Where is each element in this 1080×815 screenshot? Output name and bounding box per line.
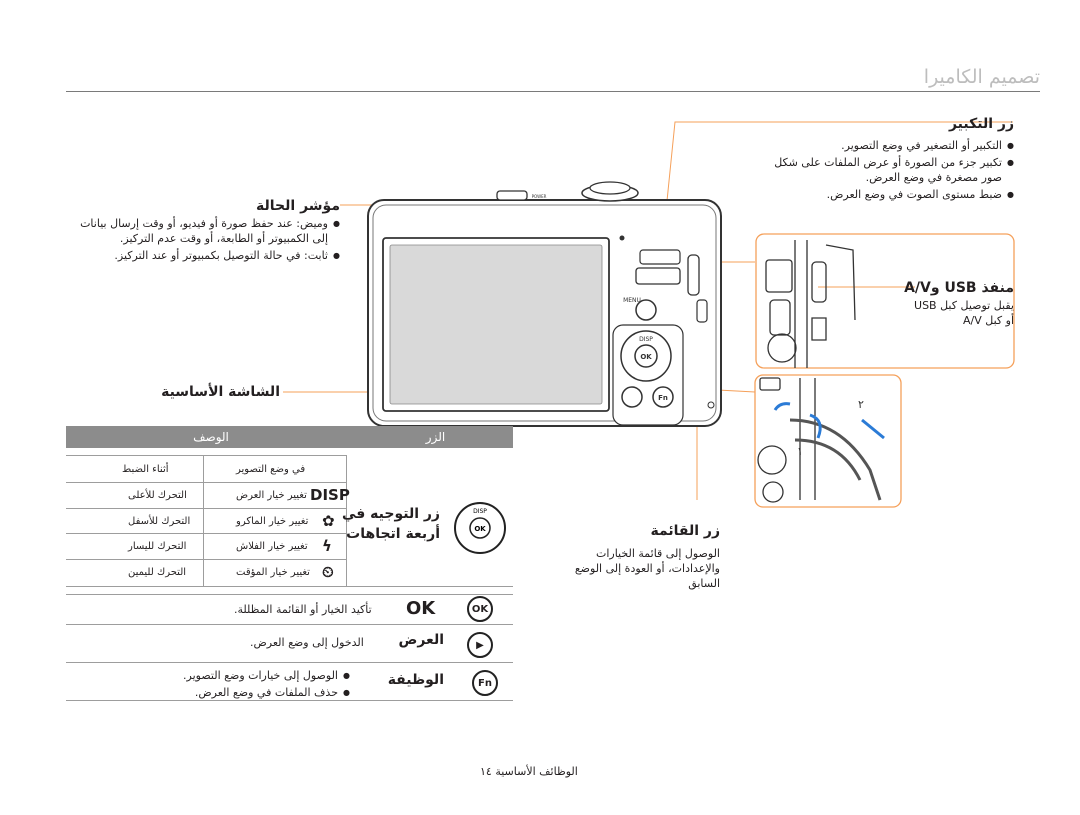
ok-row-description: تأكيد الخيار أو القائمة المظللة. [234,603,372,616]
main-screen-title: الشاشة الأساسية [161,384,280,400]
usb-inset-frame [755,233,1015,369]
play-row-description: الدخول إلى وضع العرض. [250,636,364,649]
row-macro-other: التحرك للأسفل [128,516,191,527]
zoom-bullet: تكبير جزء من الصورة أو عرض الملفات على ش… [764,155,1014,185]
menu-label: MENU [623,297,641,304]
col-button-header: الزر [425,430,446,444]
page-footer: الوظائف الأساسية ١٤ [480,765,578,778]
macro-icon: ✿ [322,512,335,530]
play-key-label: العرض [398,632,445,648]
svg-text:POWER: POWER [532,194,547,199]
menu-button-title: زر القائمة [650,523,720,539]
row-timer-shoot: تغيير خيار المؤقت [236,567,310,578]
svg-text:OK: OK [640,353,652,361]
status-lamp-title: مؤشر الحالة [256,198,340,214]
row-flash-other: التحرك لليسار [128,541,187,552]
status-lamp-bullet: ثابت: في حالة التوصيل بكمبيوتر أو عند ال… [70,248,340,263]
timer-icon: ⏲ [322,563,334,581]
strap-inset-frame [754,374,902,508]
row-disp-other: التحرك للأعلى [128,490,187,501]
header-divider [66,91,1040,92]
svg-text:DISP: DISP [639,336,653,343]
fn-row-bullets: الوصول إلى خيارات وضع التصوير. حذف الملف… [90,668,350,702]
flash-icon: ϟ [322,537,332,555]
page-header-title: تصميم الكاميرا [923,66,1040,88]
svg-text:OK: OK [474,525,486,533]
play-button-icon: ▶ [467,632,493,658]
disp-key-glyph: DISP [310,486,350,504]
subheader-shooting: في وضع التصوير [236,464,306,475]
svg-text:DISP: DISP [473,508,487,515]
status-lamp-bullets: وميض: عند حفظ صورة أو فيديو، أو وقت إرسا… [70,216,340,265]
row-flash-shoot: تغيير خيار الفلاش [236,541,308,552]
usb-inset-detail [765,240,856,368]
ok-key-label: OK [406,598,436,619]
zoom-bullet: التكبير أو التصغير في وضع التصوير. [764,138,1014,153]
zoom-bullet: ضبط مستوى الصوت في وضع العرض. [764,187,1014,202]
nav-key-title-2: أربعة اتجاهات [346,526,440,542]
fn-key-label: الوظيفة [387,672,444,688]
svg-text:Fn: Fn [658,394,668,402]
usb-port-description: يقبل توصيل كبل USB أو كبل A/V [914,299,1014,327]
table-header: الوصف الزر [66,426,513,448]
row-macro-shoot: تغيير خيار الماكرو [236,516,309,527]
strap-arrows [773,402,885,440]
row-timer-other: التحرك لليمين [128,567,187,578]
ok-button-icon: OK [467,596,493,622]
fn-bullet: حذف الملفات في وضع العرض. [90,685,350,700]
nav-key-title-1: زر التوجيه في [341,506,440,522]
status-lamp-bullet: وميض: عند حفظ صورة أو فيديو، أو وقت إرسا… [70,216,340,246]
menu-button-description: الوصول إلى قائمة الخيارات والإعدادات، أو… [574,547,720,590]
subheader-other: أثناء الضبط [122,464,169,475]
strap-step-1: ١ [797,445,803,458]
camera-body [367,181,722,427]
nav-pad-icon: OK DISP [454,502,506,554]
strap-step-2: ٢ [858,398,864,411]
col-description-header: الوصف [193,430,229,444]
row-disp-shoot: تغيير خيار العرض [236,490,307,501]
strap-inset-detail [757,377,882,503]
zoom-button-title: زر التكبير [948,116,1014,132]
fn-bullet: الوصول إلى خيارات وضع التصوير. [90,668,350,683]
fn-button-icon: Fn [472,670,498,696]
zoom-button-bullets: التكبير أو التصغير في وضع التصوير. تكبير… [764,138,1014,204]
usb-port-title: منفذ USB وA/V [904,280,1014,296]
